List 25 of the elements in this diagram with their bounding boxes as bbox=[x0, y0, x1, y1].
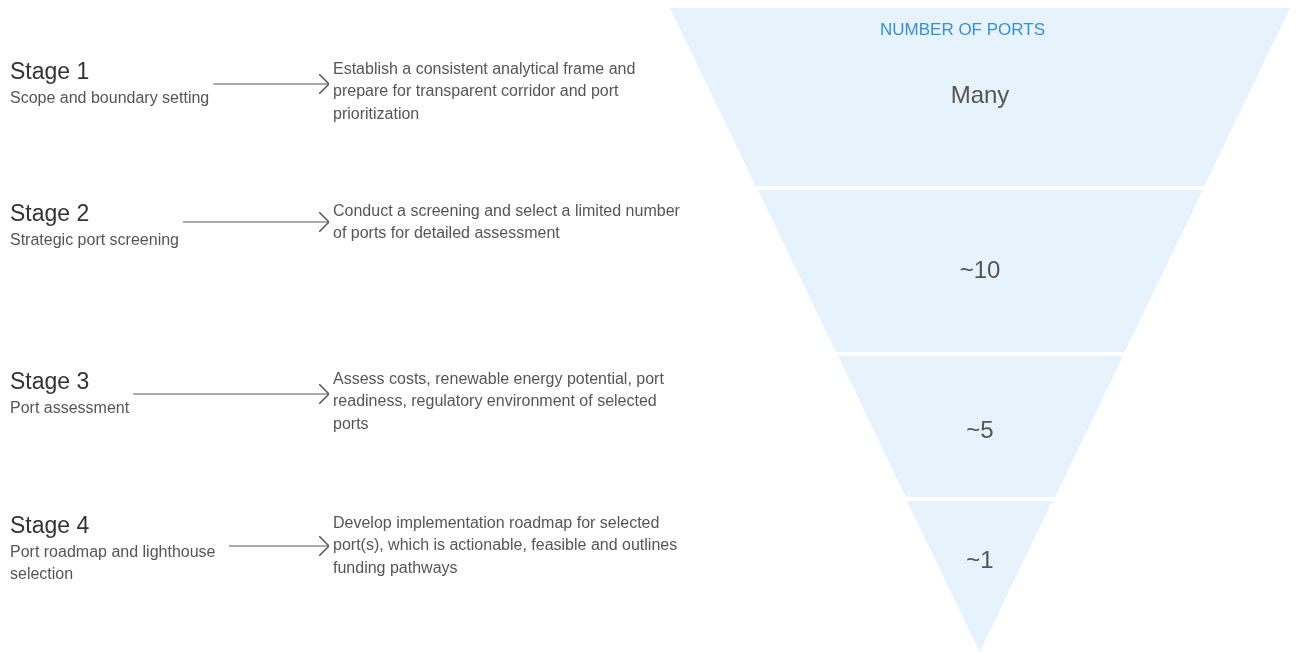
funnel-band bbox=[670, 8, 1290, 186]
funnel-band bbox=[757, 190, 1203, 352]
stage-subtitle: Scope and boundary setting bbox=[10, 88, 210, 108]
chevron-arrow bbox=[182, 211, 330, 233]
stage-title: Stage 3 bbox=[10, 368, 91, 395]
description-text: Develop implementation roadmap for selected port(s), which is actionable, feasible and outlines funding pathways bbox=[333, 513, 679, 578]
stage-subtitle: Port roadmap and lighthouse selection bbox=[10, 542, 217, 585]
description-text: Assess costs, renewable energy potential, port readiness, regulatory environment of selected ports bbox=[333, 369, 665, 434]
stage-title: Stage 2 bbox=[10, 200, 91, 227]
port-count: ~1 bbox=[965, 546, 995, 574]
chevron-arrow bbox=[228, 535, 330, 557]
stage-title: Stage 4 bbox=[10, 512, 91, 539]
funnel-band bbox=[837, 356, 1123, 497]
port-count: ~10 bbox=[958, 256, 1002, 284]
port-count: ~5 bbox=[965, 416, 995, 444]
stage-title: Stage 1 bbox=[10, 58, 91, 85]
funnel-band bbox=[907, 501, 1053, 652]
description-text: Establish a consistent analytical frame and prepare for transparent corridor and port prioritization bbox=[333, 59, 637, 124]
chevron-arrow bbox=[212, 73, 330, 95]
stage-subtitle: Strategic port screening bbox=[10, 230, 179, 250]
stage-subtitle: Port assessment bbox=[10, 398, 130, 418]
description-text: Conduct a screening and select a limited number of ports for detailed assessment bbox=[333, 201, 681, 244]
port-count: Many bbox=[949, 81, 1011, 109]
column-heading: NUMBER OF PORTS bbox=[880, 20, 1045, 40]
chevron-arrow bbox=[132, 383, 330, 405]
